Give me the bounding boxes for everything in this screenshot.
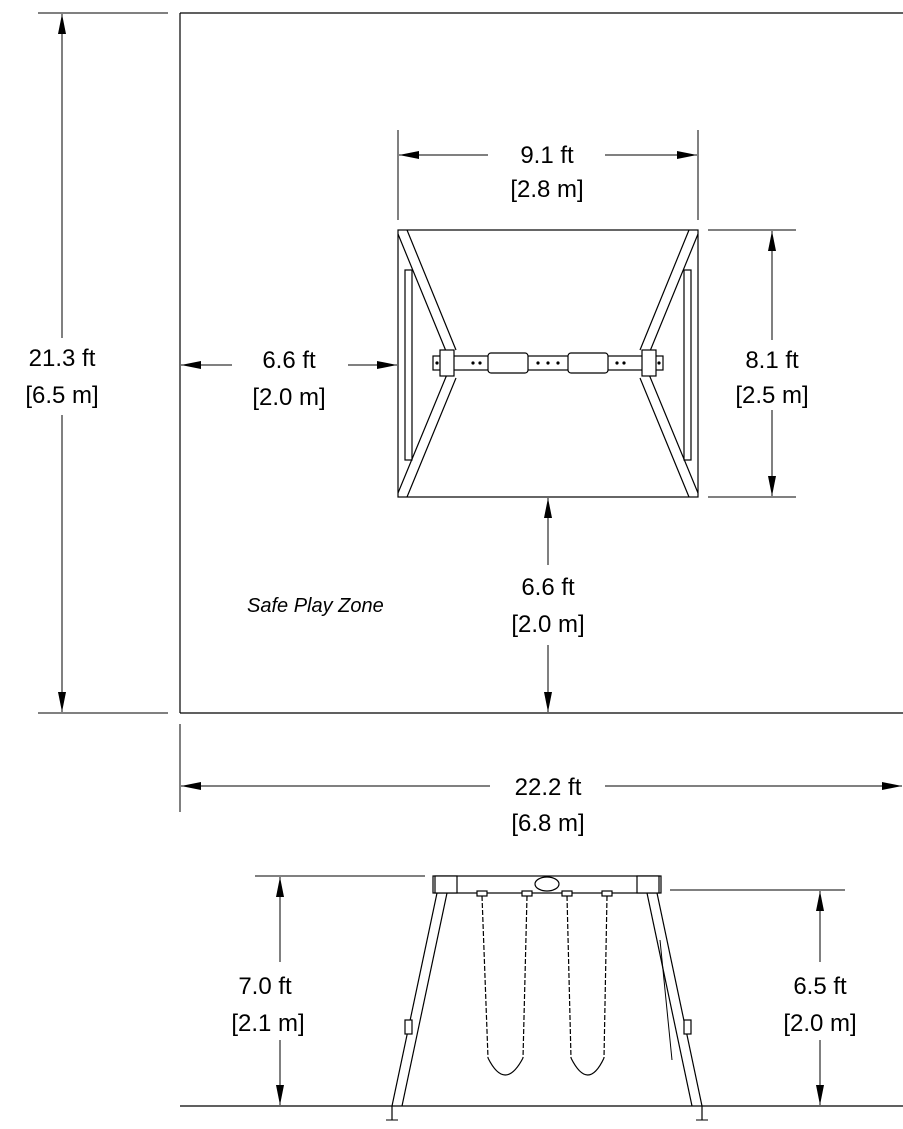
safe-play-zone-label: Safe Play Zone: [247, 595, 384, 617]
frame-depth-m-label: [2.5 m]: [735, 382, 808, 409]
swing-height-m-label: [2.0 m]: [783, 1010, 856, 1037]
side-clearance-m-label: [2.0 m]: [252, 384, 325, 411]
swing-height-ft-label: 6.5 ft: [793, 973, 847, 1000]
beam-height-ft-label: 7.0 ft: [238, 973, 292, 1000]
swing-frame-top-view: [397, 229, 699, 498]
swing-set-front-view: [180, 875, 903, 1121]
frame-depth-ft-label: 8.1 ft: [745, 347, 799, 374]
total-width-m-label: [6.8 m]: [511, 810, 584, 837]
total-width-dimension: 22.2 ft [6.8 m]: [179, 724, 902, 837]
frame-width-ft-label: 9.1 ft: [520, 142, 574, 169]
total-depth-ft-label: 21.3 ft: [29, 345, 96, 372]
frame-width-dimension: 9.1 ft [2.8 m]: [397, 130, 699, 220]
beam-height-dimension: 7.0 ft [2.1 m]: [231, 875, 425, 1105]
side-clearance-dimension: 6.6 ft [2.0 m]: [181, 347, 397, 411]
frame-width-m-label: [2.8 m]: [510, 176, 583, 203]
frame-depth-dimension: 8.1 ft [2.5 m]: [708, 229, 809, 498]
safe-play-zone-outline: [179, 12, 903, 714]
total-depth-m-label: [6.5 m]: [25, 382, 98, 409]
front-clearance-ft-label: 6.6 ft: [521, 574, 575, 601]
beam-height-m-label: [2.1 m]: [231, 1010, 304, 1037]
side-clearance-ft-label: 6.6 ft: [262, 347, 316, 374]
total-width-ft-label: 22.2 ft: [515, 774, 582, 801]
front-clearance-dimension: 6.6 ft [2.0 m]: [511, 498, 585, 712]
front-clearance-m-label: [2.0 m]: [511, 611, 584, 638]
total-depth-dimension: 21.3 ft [6.5 m]: [25, 12, 168, 714]
swing-height-dimension: 6.5 ft [2.0 m]: [670, 889, 857, 1105]
